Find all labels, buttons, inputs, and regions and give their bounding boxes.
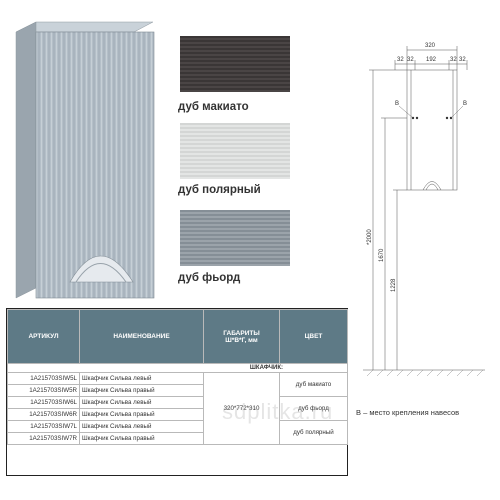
dim-top-2: 32 <box>407 57 414 63</box>
row-article: 1A215703SIW7L <box>7 420 80 433</box>
table-row: 1A215703SIW5L Шкафчик Сильва левый 320*7… <box>7 372 348 445</box>
swatch-polar <box>180 123 290 179</box>
row-name: Шкафчик Сильва левый <box>79 396 204 409</box>
dim-total-width: 320 <box>425 43 436 49</box>
row-article: 1A215703SIW6R <box>7 408 80 421</box>
row-name: Шкафчик Сильва правый <box>79 432 204 445</box>
row-article: 1A215703SIW5R <box>7 384 80 397</box>
spec-table: АРТИКУЛ НАИМЕНОВАНИЕ ГАБАРИТЫ Ш*В*Г, мм … <box>6 308 348 476</box>
swatch-label-fjord: дуб фьорд <box>178 272 241 284</box>
dim-top-5: 32 <box>459 57 466 63</box>
row-name: Шкафчик Сильва правый <box>79 408 204 421</box>
dim-top-1: 32 <box>397 57 404 63</box>
swatch-label-makiato: дуб макиато <box>178 101 249 113</box>
mount-label-right: B <box>463 101 467 107</box>
section-label: ШКАФЧИК: <box>7 363 348 373</box>
cabinet-image <box>15 21 155 299</box>
table-row: 1A215703SIW5R Шкафчик Сильва правый <box>7 384 348 397</box>
height-mount: 1670 <box>379 248 385 262</box>
row-color-fjord: дуб фьорд <box>279 396 348 421</box>
height-bottom: 1228 <box>391 278 397 292</box>
header-color: ЦВЕТ <box>279 309 348 364</box>
header-name: НАИМЕНОВАНИЕ <box>79 309 204 364</box>
swatch-label-polar: дуб полярный <box>178 184 261 196</box>
swatch-fjord <box>180 210 290 266</box>
height-total: *2000 <box>367 229 373 245</box>
row-name: Шкафчик Сильва правый <box>79 384 204 397</box>
row-article: 1A215703SIW5L <box>7 372 80 385</box>
table-row: 1A215703SIW7R Шкафчик Сильва правый <box>7 432 348 445</box>
technical-drawing: 320 32 32 192 32 32 B B *2000 1670 1228 <box>363 43 485 377</box>
mount-note: B – место крепления навесов <box>356 408 460 417</box>
mount-label-left: B <box>395 101 399 107</box>
row-color-makiato: дуб макиато <box>279 372 348 397</box>
row-color-polar: дуб полярный <box>279 420 348 445</box>
row-name: Шкафчик Сильва левый <box>79 372 204 385</box>
row-name: Шкафчик Сильва левый <box>79 420 204 433</box>
watermark: sdplitka.ru <box>222 399 334 424</box>
header-dims: ГАБАРИТЫ Ш*В*Г, мм <box>203 309 280 364</box>
row-article: 1A215703SIW7R <box>7 432 80 445</box>
header-article: АРТИКУЛ <box>7 309 80 364</box>
swatch-makiato <box>180 36 290 92</box>
dim-top-4: 32 <box>450 57 457 63</box>
mount-point-right <box>445 116 449 120</box>
row-article: 1A215703SIW6L <box>7 396 80 409</box>
dim-top-3: 192 <box>426 57 437 63</box>
row-dims: 320*772*310 <box>203 372 280 445</box>
